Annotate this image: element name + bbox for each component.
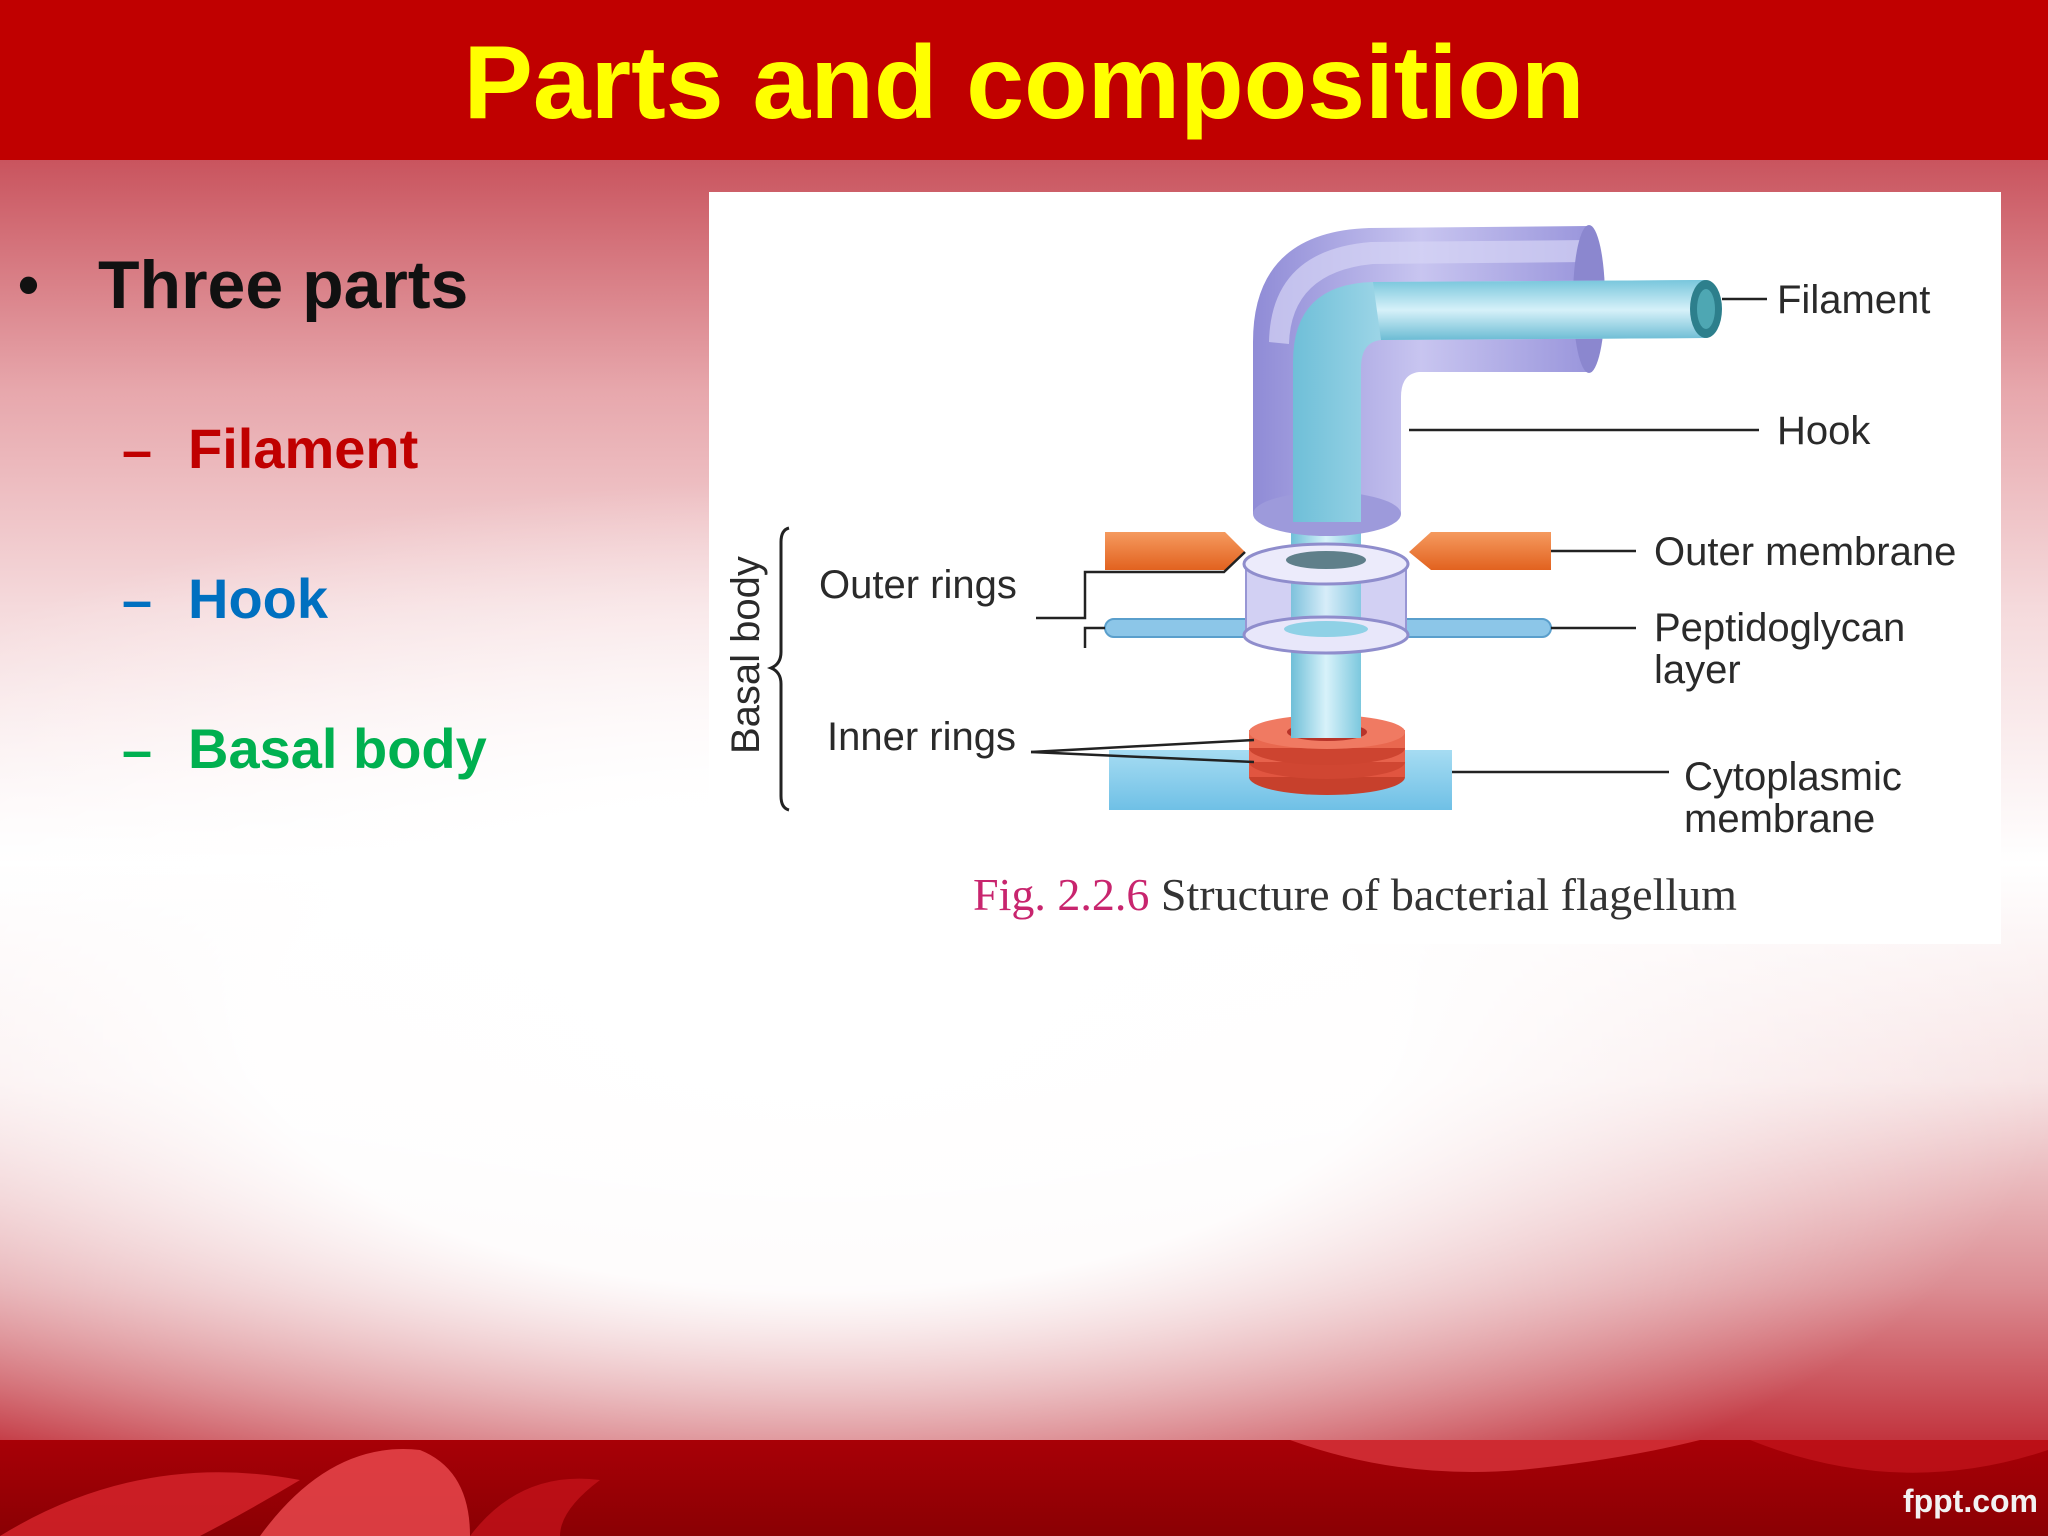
- outer-membrane-shape: [1105, 532, 1551, 570]
- label-outer-rings: Outer rings: [819, 563, 1017, 607]
- basal-body-brace: [766, 526, 790, 812]
- slide-title: Parts and composition: [463, 25, 1585, 141]
- flagellum-diagram: Filament Hook Outer membrane Peptidoglyc…: [724, 225, 1956, 841]
- bullet-symbol: •: [18, 251, 40, 318]
- inner-rings-shape: [1249, 715, 1405, 795]
- figure-number: Fig. 2.2.6: [973, 869, 1150, 920]
- title-bar: Parts and composition: [0, 0, 2048, 160]
- footer-decoration: [0, 1440, 2048, 1536]
- sub-bullet-dash: –: [122, 721, 153, 781]
- sub-item-hook: Hook: [188, 567, 328, 630]
- sub-bullet-dash: –: [122, 571, 153, 631]
- label-inner-rings: Inner rings: [827, 715, 1016, 759]
- outer-rings-shape: [1242, 542, 1410, 655]
- footer-brand: fppt.com: [1902, 1483, 2038, 1519]
- label-cytoplasmic-1: Cytoplasmic: [1684, 755, 1902, 799]
- label-peptidoglycan-2: layer: [1654, 648, 1741, 692]
- label-filament: Filament: [1777, 278, 1930, 322]
- filament-shape: [1293, 280, 1722, 522]
- sub-bullet-dash: –: [122, 421, 153, 481]
- label-cytoplasmic-2: membrane: [1684, 797, 1875, 841]
- bullet-three-parts: Three parts: [98, 247, 469, 323]
- sub-item-filament: Filament: [188, 417, 419, 480]
- label-peptidoglycan-1: Peptidoglycan: [1654, 606, 1905, 650]
- label-hook: Hook: [1777, 409, 1871, 453]
- flagellum-figure: Filament Hook Outer membrane Peptidoglyc…: [709, 192, 2001, 944]
- footer-band: fppt.com: [0, 1440, 2048, 1536]
- label-outer-membrane: Outer membrane: [1654, 530, 1956, 574]
- figure-caption-text: Structure of bacterial flagellum: [1160, 869, 1737, 920]
- figure-caption: Fig. 2.2.6 Structure of bacterial flagel…: [709, 868, 2001, 921]
- label-basal-body: Basal body: [724, 556, 768, 754]
- sub-item-basal-body: Basal body: [188, 717, 487, 780]
- leader-lines: [1030, 297, 1767, 774]
